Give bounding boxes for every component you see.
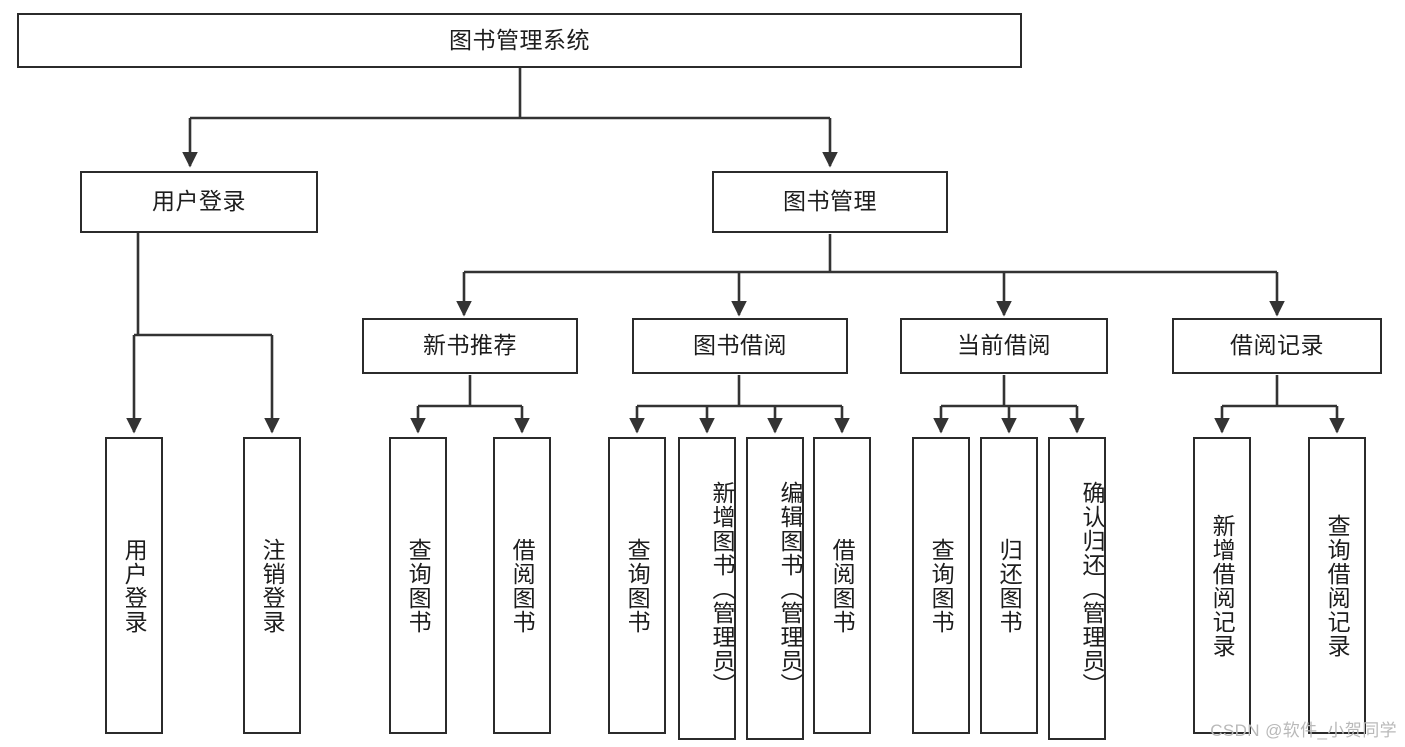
leaf-edit-book[interactable]: 编辑图书（管理员） bbox=[746, 437, 804, 740]
node-book-management[interactable]: 图书管理 bbox=[712, 171, 948, 233]
leaf-return-book[interactable]: 归还图书 bbox=[980, 437, 1038, 734]
node-book-borrow[interactable]: 图书借阅 bbox=[632, 318, 848, 374]
node-current-borrow[interactable]: 当前借阅 bbox=[900, 318, 1108, 374]
node-root[interactable]: 图书管理系统 bbox=[17, 13, 1022, 68]
leaf-query-book-3[interactable]: 查询图书 bbox=[912, 437, 970, 734]
leaf-logout-login[interactable]: 注销登录 bbox=[243, 437, 301, 734]
leaf-add-book[interactable]: 新增图书（管理员） bbox=[678, 437, 736, 740]
leaf-query-book-2[interactable]: 查询图书 bbox=[608, 437, 666, 734]
leaf-confirm-return[interactable]: 确认归还（管理员） bbox=[1048, 437, 1106, 740]
leaf-borrow-book-1[interactable]: 借阅图书 bbox=[493, 437, 551, 734]
node-new-book-recommend[interactable]: 新书推荐 bbox=[362, 318, 578, 374]
leaf-user-login[interactable]: 用户登录 bbox=[105, 437, 163, 734]
leaf-add-borrow-record[interactable]: 新增借阅记录 bbox=[1193, 437, 1251, 734]
node-user-login[interactable]: 用户登录 bbox=[80, 171, 318, 233]
leaf-query-book-1[interactable]: 查询图书 bbox=[389, 437, 447, 734]
node-borrow-record[interactable]: 借阅记录 bbox=[1172, 318, 1382, 374]
leaf-query-borrow-record[interactable]: 查询借阅记录 bbox=[1308, 437, 1366, 734]
leaf-borrow-book-2[interactable]: 借阅图书 bbox=[813, 437, 871, 734]
